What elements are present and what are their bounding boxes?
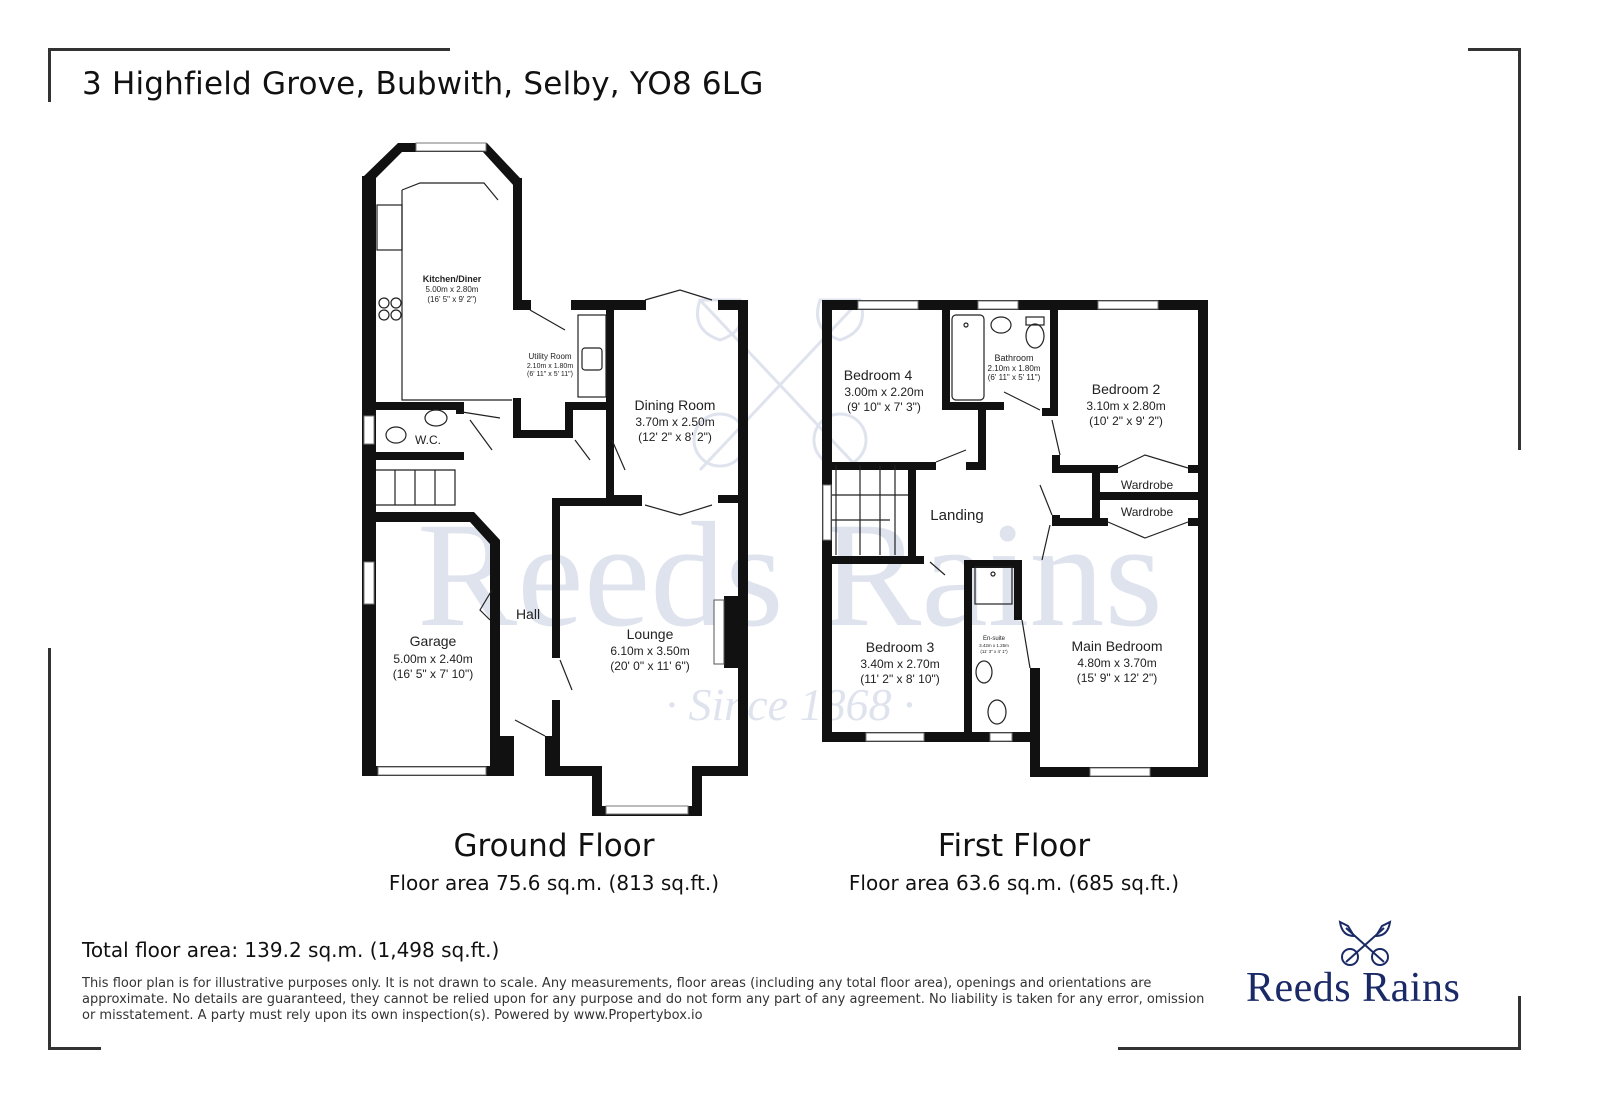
room-metric: 3.10m x 2.80m	[1086, 399, 1165, 413]
ground-floor-area: Floor area 75.6 sq.m. (813 sq.ft.)	[388, 871, 720, 895]
room-name: Bedroom 2	[1092, 381, 1161, 397]
frame-bottom-left-h	[48, 1047, 101, 1050]
room-name: Kitchen/Diner	[423, 274, 482, 284]
room-name: Dining Room	[635, 397, 716, 413]
room-imperial: (11' 2" x 8' 10")	[860, 672, 940, 686]
room-metric: 3.70m x 2.50m	[635, 415, 714, 429]
crossed-keys-icon	[1338, 920, 1392, 966]
room-metric: 6.10m x 3.50m	[610, 644, 689, 658]
total-floor-area: Total floor area: 139.2 sq.m. (1,498 sq.…	[82, 938, 500, 962]
room-imperial: (9' 10" x 7' 3")	[847, 400, 921, 414]
brand-logo-text: Reeds Rains	[1246, 965, 1461, 1011]
watermark-brand: Reeds Rains	[417, 492, 1163, 658]
room-name: Bedroom 4	[844, 367, 913, 383]
room-name: Hall	[516, 606, 540, 622]
room-imperial: (12' 2" x 8' 2")	[638, 430, 712, 444]
room-imperial: (20' 0" x 11' 6")	[610, 659, 690, 673]
first-floor-plan	[822, 300, 1208, 777]
ground-floor-title: Ground Floor	[453, 828, 655, 864]
room-metric: 5.00m x 2.40m	[393, 652, 472, 666]
room-metric: 5.00m x 2.80m	[426, 285, 479, 294]
ground-floor-plan	[362, 142, 748, 816]
watermark: Reeds Rains · Since 1868 ·	[417, 298, 1163, 730]
frame-bottom-right-h	[1118, 1047, 1521, 1050]
frame-bottom-right-v	[1518, 996, 1521, 1050]
room-name: Bedroom 3	[866, 639, 935, 655]
watermark-keys-icon	[692, 298, 868, 472]
room-name: Main Bedroom	[1071, 638, 1162, 654]
watermark-tagline: · Since 1868 ·	[665, 679, 914, 730]
frame-top-left-h	[48, 48, 450, 51]
room-name: Landing	[930, 507, 983, 524]
room-metric: 4.80m x 3.70m	[1077, 656, 1156, 670]
room-name: Garage	[410, 633, 457, 649]
frame-top-right-v	[1518, 48, 1521, 450]
first-floor-labels: Bedroom 4 3.00m x 2.20m (9' 10" x 7' 3")…	[844, 353, 1174, 686]
room-name: Lounge	[627, 626, 674, 642]
first-floor-fixtures	[832, 314, 1189, 725]
room-imperial: (6' 11" x 5' 11")	[988, 373, 1041, 382]
room-name: Wardrobe	[1121, 478, 1174, 492]
frame-top-left-v	[48, 48, 51, 102]
room-metric: 2.10m x 1.80m	[988, 364, 1041, 373]
room-metric: 3.40m x 2.70m	[860, 657, 939, 671]
frame-bottom-left-v	[48, 648, 51, 1050]
first-floor-title: First Floor	[937, 828, 1091, 864]
room-metric: 3.00m x 2.20m	[844, 385, 923, 399]
property-address: 3 Highfield Grove, Bubwith, Selby, YO8 6…	[82, 66, 764, 102]
ground-floor-labels: Kitchen/Diner 5.00m x 2.80m (16' 5" x 9'…	[393, 274, 716, 681]
room-imperial: (11' 3" x 4' 1")	[980, 649, 1008, 654]
room-metric: 3.42m x 1.25m	[979, 643, 1009, 648]
room-metric: 2.10m x 1.80m	[527, 363, 573, 370]
room-imperial: (16' 5" x 7' 10")	[393, 667, 473, 681]
room-name: Bathroom	[994, 353, 1033, 363]
room-imperial: (16' 5" x 9' 2")	[427, 295, 477, 304]
disclaimer-text: This floor plan is for illustrative purp…	[82, 976, 1205, 1023]
room-name: W.C.	[415, 433, 441, 447]
room-name: Wardrobe	[1121, 505, 1174, 519]
ground-floor-fixtures	[376, 182, 713, 737]
room-imperial: (10' 2" x 9' 2")	[1089, 414, 1163, 428]
room-name: En-suite	[983, 636, 1006, 642]
room-imperial: (15' 9" x 12' 2")	[1077, 671, 1157, 685]
first-floor-area: Floor area 63.6 sq.m. (685 sq.ft.)	[848, 871, 1180, 895]
room-imperial: (6' 11" x 5' 11")	[527, 371, 573, 378]
frame-top-right-h	[1468, 48, 1521, 51]
room-name: Utility Room	[528, 352, 571, 361]
